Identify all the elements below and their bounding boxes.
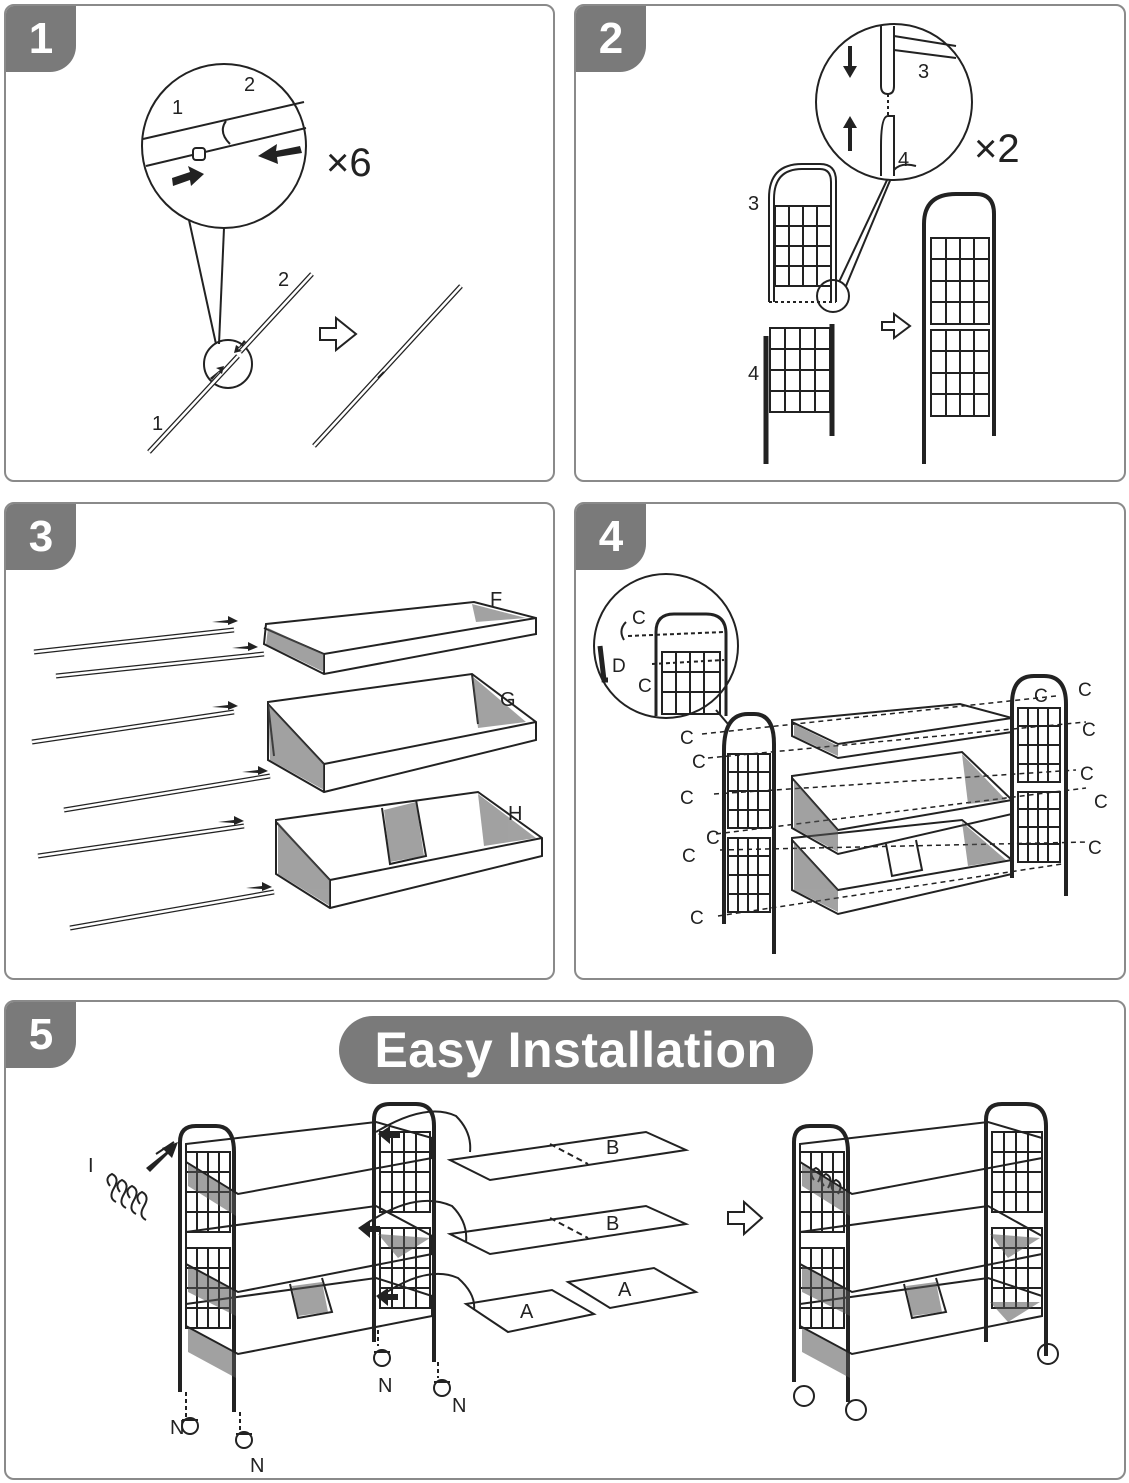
board-label-b-2: B: [606, 1213, 619, 1235]
basket-label-h: H: [508, 803, 522, 825]
basket-label-f: F: [490, 589, 502, 611]
label-c-10: C: [1080, 764, 1094, 785]
zoom-label-4: 4: [898, 149, 909, 171]
tube-label-1: 1: [152, 413, 163, 435]
zoom-label-c-top: C: [632, 608, 646, 629]
wheel-label-n-4: N: [452, 1395, 466, 1417]
label-c-9: C: [1082, 720, 1096, 741]
board-label-a-1: A: [520, 1301, 534, 1323]
label-c-6: C: [690, 908, 704, 929]
step-2-panel: 2: [574, 4, 1126, 482]
step-1-panel: 1: [4, 4, 555, 482]
tube-label-2: 2: [278, 269, 289, 291]
label-c-3: C: [680, 788, 694, 809]
step-1-badge: 1: [6, 6, 76, 72]
multiplier-text: ×2: [974, 127, 1020, 171]
board-label-b-1: B: [606, 1137, 619, 1159]
frame-label-4: 4: [748, 363, 759, 385]
label-c-2: C: [692, 752, 706, 773]
basket-label-g: G: [500, 689, 516, 711]
hook-label-i: I: [88, 1155, 94, 1177]
zoom-label-1: 1: [172, 97, 183, 119]
zoom-label-2: 2: [244, 74, 255, 96]
wheel-label-n-2: N: [250, 1455, 264, 1477]
multiplier-text: ×6: [326, 141, 372, 185]
label-c-5: C: [682, 846, 696, 867]
board-label-a-2: A: [618, 1279, 632, 1301]
step-2-illustration: 3 4 3 4 ×2: [748, 23, 1020, 464]
wheel-label-n-3: N: [378, 1375, 392, 1397]
label-c-12: C: [1088, 838, 1102, 859]
label-c-7: C: [1034, 686, 1048, 707]
easy-installation-title: Easy Installation: [339, 1016, 813, 1084]
step-5-badge: 5: [6, 1002, 76, 1068]
label-c-11: C: [1094, 792, 1108, 813]
label-c-4: C: [706, 828, 720, 849]
frame-label-3: 3: [748, 193, 759, 215]
label-c-1: C: [680, 728, 694, 749]
step-5-panel: 5 Easy Installation: [4, 1000, 1126, 1480]
step-4-illustration: C D C C C C C C C C C C C C C: [593, 573, 1108, 954]
zoom-circle: [141, 63, 307, 229]
step-3-illustration: F G H: [31, 589, 543, 931]
step-2-badge: 2: [576, 6, 646, 72]
step-4-panel: 4: [574, 502, 1126, 980]
step-1-illustration: 1 2 2 1 ×6: [141, 63, 463, 454]
step-5-illustration: I N N N N B B A A: [88, 1102, 1059, 1477]
step-3-panel: 3: [4, 502, 555, 980]
zoom-label-3: 3: [918, 61, 929, 83]
step-3-badge: 3: [6, 504, 76, 570]
wheel-label-n-1: N: [170, 1417, 184, 1439]
label-c-8: C: [1078, 680, 1092, 701]
zoom-label-c-bottom: C: [638, 676, 652, 697]
zoom-label-d: D: [612, 656, 626, 677]
step-4-badge: 4: [576, 504, 646, 570]
